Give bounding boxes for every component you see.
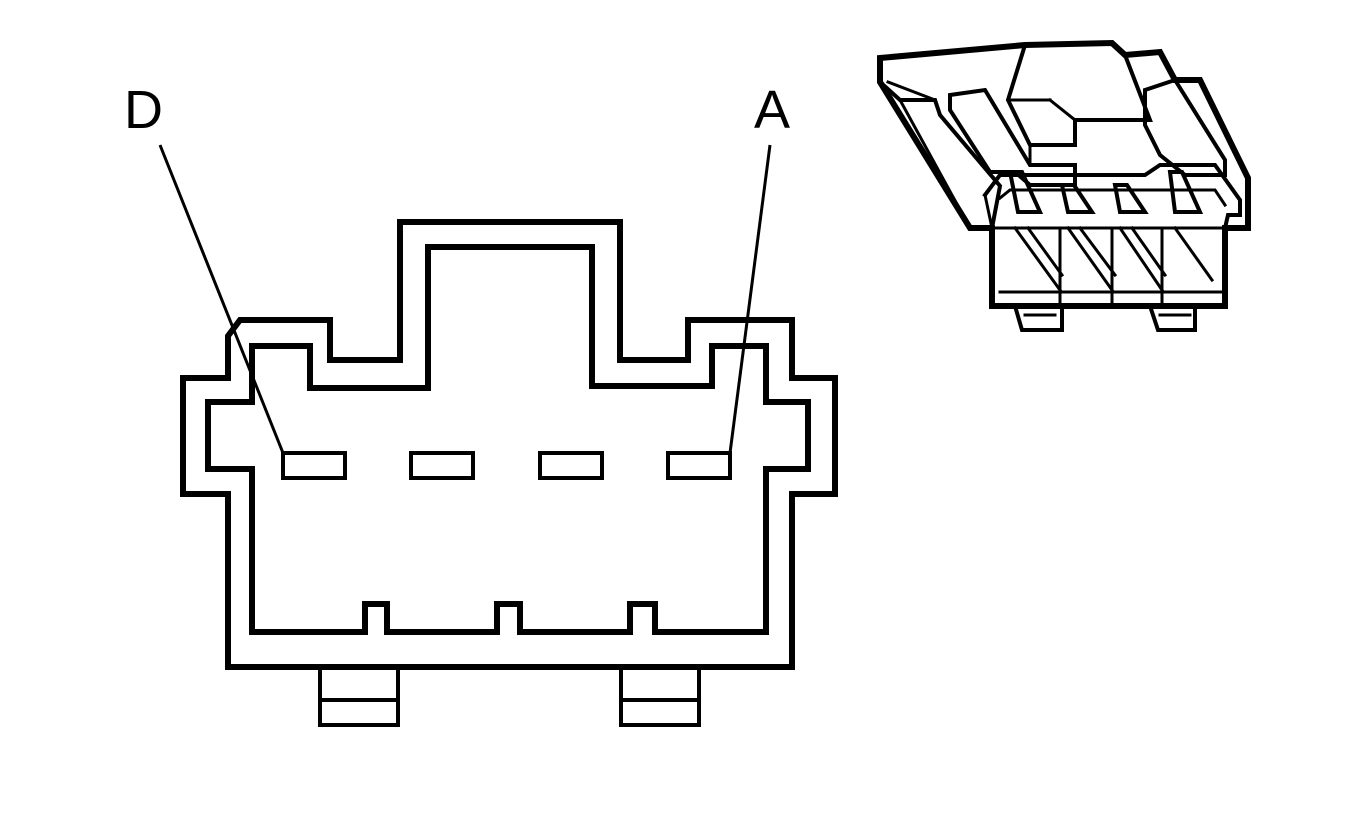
connector-isometric-view [877,39,1251,332]
terminal-slot-b [538,451,604,480]
connector-face-view: D A [124,80,838,727]
leader-line-d [158,144,285,454]
terminal-slot-a [666,451,732,480]
iso-terminals [1007,170,1215,293]
iso-left-face [877,79,1003,231]
housing-outer-outline [180,219,838,670]
iso-top-outline [877,39,1251,309]
leader-line-a [728,144,772,454]
iso-center-block [1005,42,1153,147]
iso-left-rib [948,87,1077,187]
pin-label-a: A [754,80,790,140]
pin-label-d: D [124,80,163,140]
terminal-slot-d [281,451,347,480]
terminal-slot-c [409,451,475,480]
iso-bottom-tab-left [1012,303,1064,332]
iso-front-frame [982,163,1242,231]
bottom-tab-right [619,665,701,727]
iso-right-rib [1143,77,1227,177]
iso-bottom-tab-right [1147,303,1197,332]
bottom-tab-left [318,665,400,727]
housing-inner-outline [205,244,811,635]
